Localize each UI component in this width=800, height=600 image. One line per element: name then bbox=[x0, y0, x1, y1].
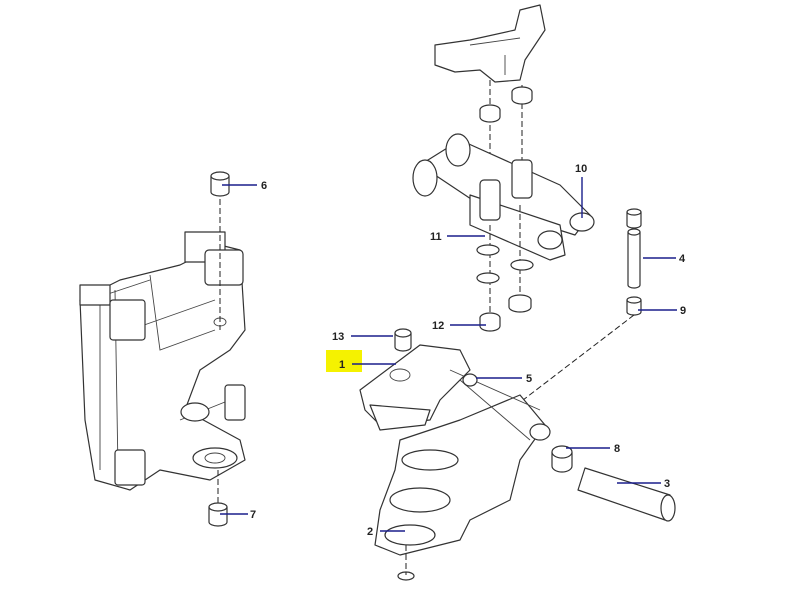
callout-3[interactable]: 3 bbox=[664, 478, 670, 490]
top-bushings bbox=[479, 86, 533, 123]
frame-part bbox=[79, 231, 246, 491]
callout-1-highlight bbox=[326, 350, 362, 372]
callout-13[interactable]: 13 bbox=[332, 331, 344, 343]
bushing-8 bbox=[551, 445, 573, 473]
bushing-5 bbox=[462, 373, 478, 387]
bushing-7 bbox=[208, 502, 228, 527]
callout-12[interactable]: 12 bbox=[432, 320, 444, 332]
bushing-13 bbox=[394, 328, 412, 352]
callout-2[interactable]: 2 bbox=[367, 526, 373, 538]
top-bracket-part bbox=[434, 4, 546, 83]
callout-5[interactable]: 5 bbox=[526, 373, 532, 385]
pin-4 bbox=[626, 208, 642, 316]
callout-4[interactable]: 4 bbox=[679, 253, 686, 265]
callout-10[interactable]: 10 bbox=[575, 163, 587, 175]
pin-3 bbox=[577, 467, 676, 522]
mid-washers bbox=[476, 244, 534, 332]
callout-11[interactable]: 11 bbox=[430, 231, 442, 243]
cylinder-assembly bbox=[412, 133, 595, 261]
callout-8[interactable]: 8 bbox=[614, 443, 620, 455]
callout-9[interactable]: 9 bbox=[680, 305, 686, 317]
callout-7[interactable]: 7 bbox=[250, 509, 256, 521]
callout-6[interactable]: 6 bbox=[261, 180, 267, 192]
swing-bracket-part bbox=[359, 344, 551, 581]
leader-lines bbox=[220, 177, 677, 532]
callout-1[interactable]: 1 bbox=[339, 359, 345, 371]
axis-line-pin bbox=[509, 314, 635, 411]
bushing-6 bbox=[210, 171, 230, 197]
